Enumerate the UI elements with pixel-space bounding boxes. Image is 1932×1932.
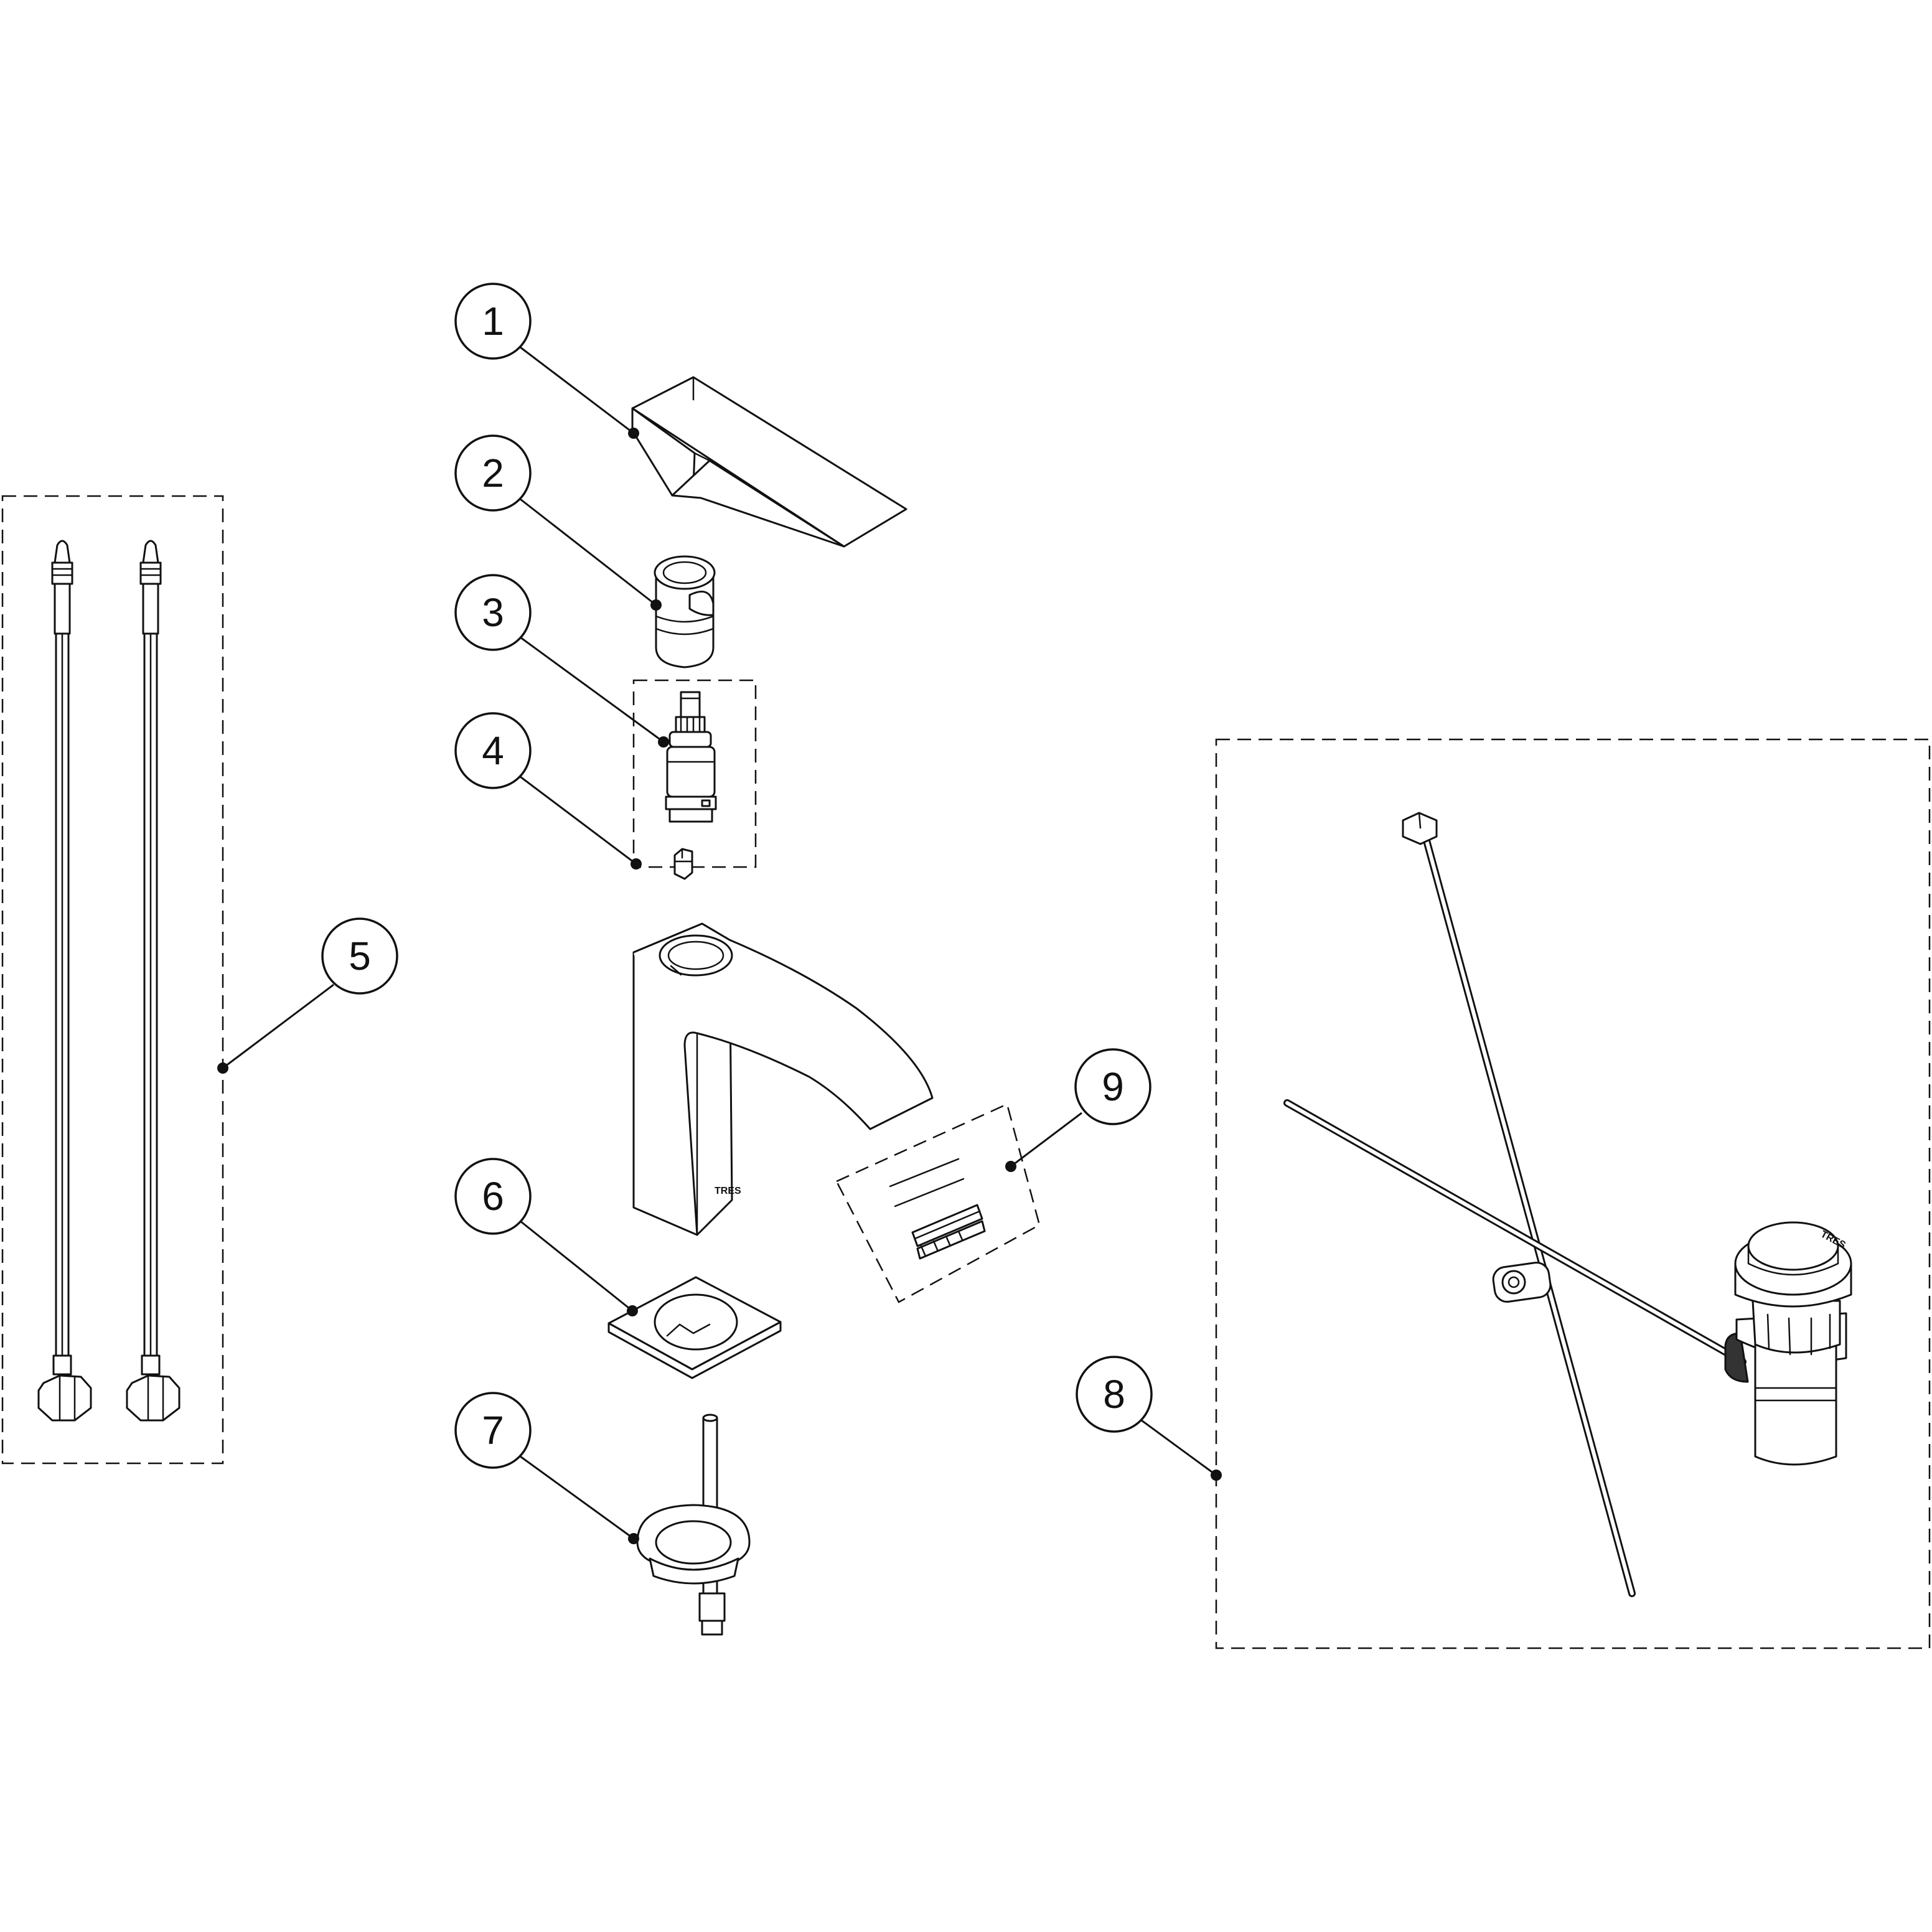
callout-5-label: 5 bbox=[349, 934, 371, 978]
callout-3-label: 3 bbox=[482, 590, 504, 635]
callout-7: 7 bbox=[454, 1392, 532, 1469]
callout-9: 9 bbox=[1074, 1048, 1151, 1125]
leader-dot-3 bbox=[658, 736, 669, 748]
leader-dot-9 bbox=[1005, 1161, 1016, 1172]
leader-7 bbox=[520, 1455, 634, 1540]
part-3-cartridge bbox=[665, 691, 717, 823]
group-box-drain bbox=[1215, 738, 1931, 1649]
part-8-popup-drain: TRES bbox=[1283, 812, 1852, 1597]
faucet-body: TRES bbox=[632, 922, 934, 1236]
callout-8: 8 bbox=[1076, 1356, 1153, 1433]
callout-6-label: 6 bbox=[482, 1174, 504, 1219]
part-6-base-plate bbox=[607, 1276, 782, 1379]
leader-4 bbox=[520, 776, 637, 865]
leader-9 bbox=[1010, 1112, 1082, 1168]
brand-logo-body: TRES bbox=[715, 1186, 741, 1196]
callout-6: 6 bbox=[454, 1158, 532, 1235]
leader-8 bbox=[1141, 1419, 1217, 1476]
leader-6 bbox=[520, 1220, 633, 1312]
callout-2: 2 bbox=[454, 434, 532, 512]
leader-2 bbox=[520, 498, 657, 606]
leader-5 bbox=[222, 983, 334, 1069]
part-2-cover-sleeve bbox=[654, 555, 716, 668]
group-box-aerator bbox=[835, 1103, 1041, 1303]
leader-dot-7 bbox=[628, 1533, 639, 1544]
callout-5: 5 bbox=[321, 917, 398, 995]
callout-7-label: 7 bbox=[482, 1408, 504, 1453]
group-box-cartridge bbox=[632, 679, 757, 868]
callout-8-label: 8 bbox=[1103, 1372, 1125, 1417]
callout-1: 1 bbox=[454, 283, 532, 360]
callout-4-label: 4 bbox=[482, 728, 504, 773]
group-box-hoses bbox=[1, 495, 224, 1465]
callout-1-label: 1 bbox=[482, 299, 504, 344]
leader-dot-4 bbox=[631, 858, 642, 870]
part-4-adapter bbox=[673, 848, 693, 880]
leader-dot-2 bbox=[650, 599, 662, 611]
leader-1 bbox=[520, 346, 634, 434]
callout-9-label: 9 bbox=[1102, 1064, 1124, 1109]
leader-dot-1 bbox=[628, 428, 639, 439]
callout-2-label: 2 bbox=[482, 451, 504, 495]
part-9-aerator bbox=[889, 1158, 986, 1260]
part-7-mounting-kit bbox=[636, 1414, 751, 1636]
leader-dot-5 bbox=[217, 1062, 228, 1074]
leader-dot-6 bbox=[627, 1305, 638, 1316]
leader-dot-8 bbox=[1211, 1470, 1222, 1481]
callout-3: 3 bbox=[454, 574, 532, 651]
callout-4: 4 bbox=[454, 712, 532, 789]
part-5-flexible-hoses bbox=[37, 540, 181, 1422]
leader-3 bbox=[520, 636, 664, 743]
part-1-lever-handle bbox=[631, 376, 907, 548]
